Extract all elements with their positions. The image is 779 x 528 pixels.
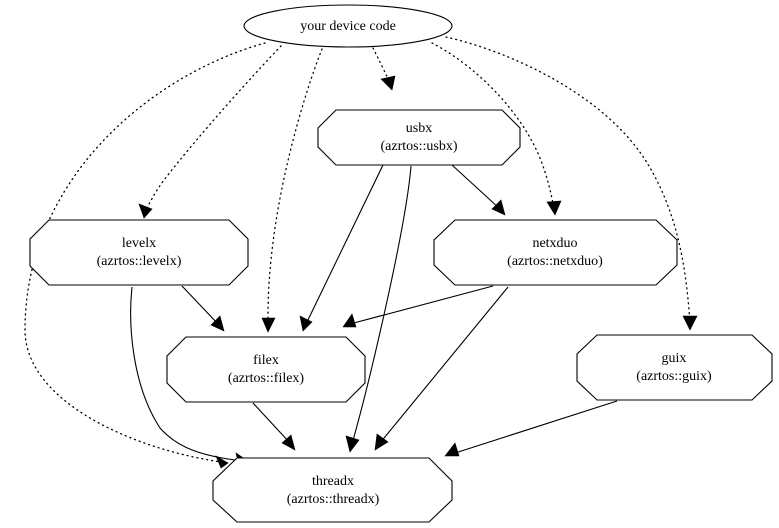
node-your-device-code[interactable]: your device code (243, 4, 453, 48)
edge-filex-to-threadx (252, 402, 296, 451)
node-levelx[interactable]: levelx (azrtos::levelx) (29, 219, 249, 286)
node-label-filex-line2: (azrtos::filex) (228, 371, 305, 386)
edge-device-to-guix (445, 36, 698, 331)
node-label-threadx-line2: (azrtos::threadx) (287, 492, 380, 507)
edge-usbx-to-filex (299, 164, 384, 332)
node-shape-ellipse (243, 4, 453, 48)
node-filex[interactable]: filex (azrtos::filex) (166, 336, 366, 403)
node-label-guix-line2: (azrtos::guix) (636, 369, 712, 384)
node-label-netxduo-line1: netxduo (532, 236, 577, 251)
node-shape-octagon (212, 457, 453, 523)
node-usbx[interactable]: usbx (azrtos::usbx) (317, 109, 521, 166)
node-shape-octagon (29, 219, 249, 286)
edge-netxduo-to-filex (342, 285, 494, 328)
node-label-netxduo-line2: (azrtos::netxduo) (507, 254, 603, 269)
node-label-levelx-line2: (azrtos::levelx) (97, 254, 182, 269)
node-label-filex-line1: filex (253, 353, 279, 368)
node-shape-octagon (166, 336, 366, 403)
node-shape-octagon (433, 219, 678, 286)
node-label-levelx-line1: levelx (122, 236, 156, 251)
node-netxduo[interactable]: netxduo (azrtos::netxduo) (433, 219, 678, 286)
edge-device-to-filex (261, 48, 323, 333)
edge-device-to-levelx (138, 45, 282, 219)
node-shape-octagon (317, 109, 521, 166)
node-label-usbx-line2: (azrtos::usbx) (381, 139, 458, 154)
node-shape-octagon (576, 334, 773, 401)
edge-device-to-netxduo (431, 42, 562, 216)
node-label-device-line1: your device code (300, 19, 396, 34)
edge-levelx-to-filex (181, 285, 225, 332)
edge-group-solid (130, 164, 618, 467)
node-label-guix-line1: guix (662, 351, 687, 366)
edge-usbx-to-netxduo (451, 164, 506, 216)
edge-group-dotted (24, 36, 698, 469)
edge-netxduo-to-threadx (374, 286, 509, 451)
edge-device-to-threadx (24, 42, 266, 469)
node-label-threadx-line1: threadx (312, 474, 354, 489)
node-label-usbx-line1: usbx (406, 121, 432, 136)
edge-guix-to-threadx (444, 400, 618, 457)
node-threadx[interactable]: threadx (azrtos::threadx) (212, 457, 453, 523)
edge-usbx-to-threadx (345, 165, 412, 453)
node-guix[interactable]: guix (azrtos::guix) (576, 334, 773, 401)
edge-device-to-usbx (372, 47, 396, 91)
